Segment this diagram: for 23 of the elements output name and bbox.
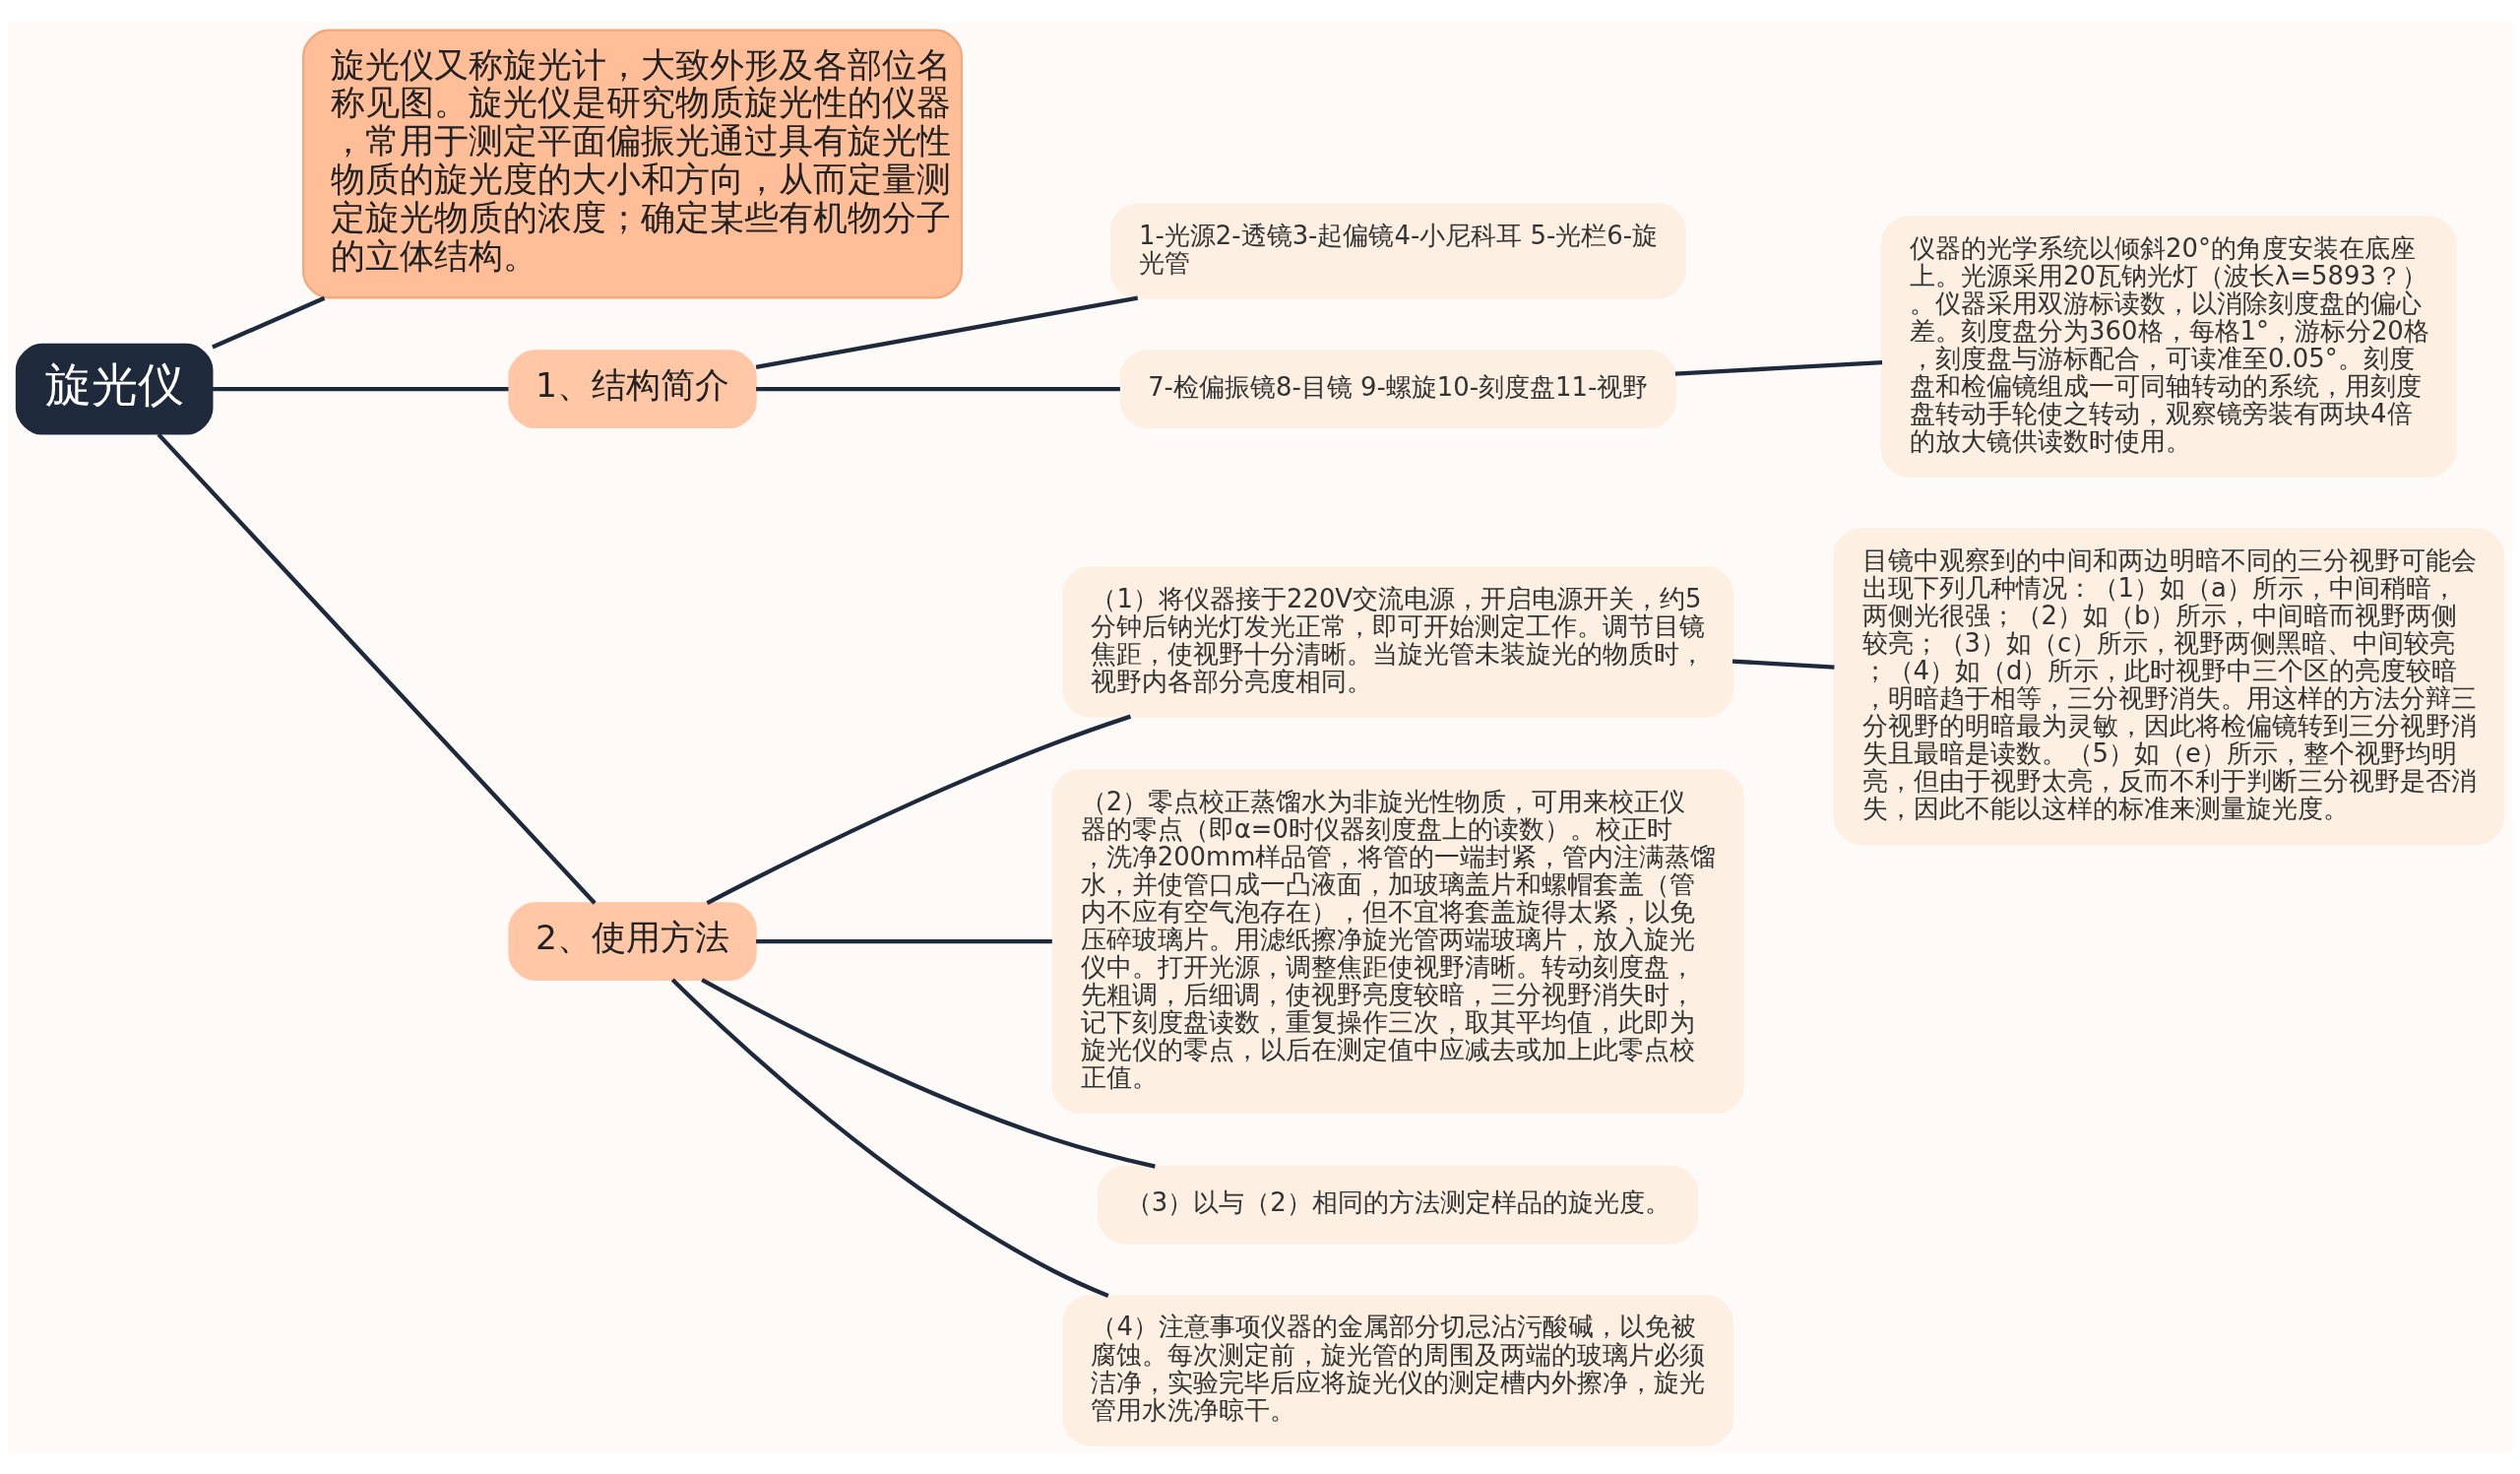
connector [157,432,597,905]
node-box: 1、结构简介 [508,349,757,428]
node-box: 旋光仪 [15,343,214,435]
connector [755,294,1139,369]
node-box: （1）将仪器接于220V交流电源，开启电源开关，约5分钟后钠光灯发光正常，即可开始测定工作。调节目镜焦距，使视野十分清晰。当旋光管未装旋光的物质时，视野内各部分亮度相同。 [1062,565,1734,717]
node-box: 旋光仪又称旋光计，大致外形及各部位名称见图。旋光仪是研究物质旋光性的仪器，常用于测定平面偏振光通过具有旋光性物质的旋光度的大小和方向，从而定量测定旋光物质的浓度；确定某些有机物分子的立体结构。 [302,29,963,299]
node-box: 2、使用方法 [508,901,757,981]
connector [706,714,1132,905]
node-box: 1-光源2-透镜3-起偏镜4-小尼科耳 5-光栏6-旋光管 [1109,202,1686,299]
connector [670,978,1109,1298]
connector [1674,359,1883,376]
node-box: （3）以与（2）相同的方法测定样品的旋光度。 [1097,1165,1699,1244]
node-box: （4）注意事项仪器的金属部分切忌沾污酸碱，以免被腐蚀。每次测定前，旋光管的周围及两端的玻璃片必须洁净，实验完毕后应将旋光仪的测定槽内外擦净，旋光管用水洗净晾干。 [1062,1294,1734,1445]
connector [756,938,1052,943]
node-box: （2）零点校正蒸馏水为非旋光性物质，可用来校正仪器的零点（即α=0时仪器刻度盘上的读数）。校正时，洗净200mm样品管，将管的一端封紧，管内注满蒸馏水，并使管口成一凸液面，加玻璃盖片和螺帽套盖（管内不应有空气泡存在），但不宜将套盖旋得太紧，以免压碎玻璃片。用滤纸擦净旋光管两端玻璃片，放入旋光仪中。打开光源，调整焦距使视野清晰。转动刻度盘，先粗调，后细调，使视野亮度较暗，三分视野消失时，记下刻度盘读数，重复操作三次，取其平均值，此即为旋光仪的零点，以后在测定值中应减去或加上此零点校正值。 [1051,768,1744,1114]
node-box: 仪器的光学系统以倾斜20°的角度安装在底座上。光源采用20瓦钠光灯（波长λ=5893？）。仪器采用双游标读数，以消除刻度盘的偏心差。刻度盘分为360格，每格1°，游标分20格，刻度盘与游标配合，可读准至0.05°。刻度盘和检偏镜组成一可同轴转动的系统，用刻度盘转动手轮使之转动，观察镜旁装有两块4倍的放大镜供读数时使用。 [1881,215,2457,478]
connector [701,977,1156,1169]
connector [212,386,509,391]
node-box: 目镜中观察到的中间和两边明暗不同的三分视野可能会出现下列几种情况：（1）如（a）所示，中间稍暗，两侧光很强；（2）如（b）所示，中间暗而视野两侧较亮；（3）如（c）所示，视野两侧黑暗、中间较亮；（4）如（d）所示，此时视野中三个区的亮度较暗，明暗趋于相等，三分视野消失。用这样的方法分辩三分视野的明暗最为灵敏，因此将检偏镜转到三分视野消失且最暗是读数。（5）如（e）所示，整个视野均明亮，但由于视野太亮，反而不利于判断三分视野是否消失，因此不能以这样的标准来测量旋光度。 [1833,528,2505,845]
connector [1732,658,1835,670]
node-box: 7-检偏振镜8-目镜 9-螺旋10-刻度盘11-视野 [1119,349,1676,428]
connector [756,386,1120,391]
connector [212,295,326,349]
